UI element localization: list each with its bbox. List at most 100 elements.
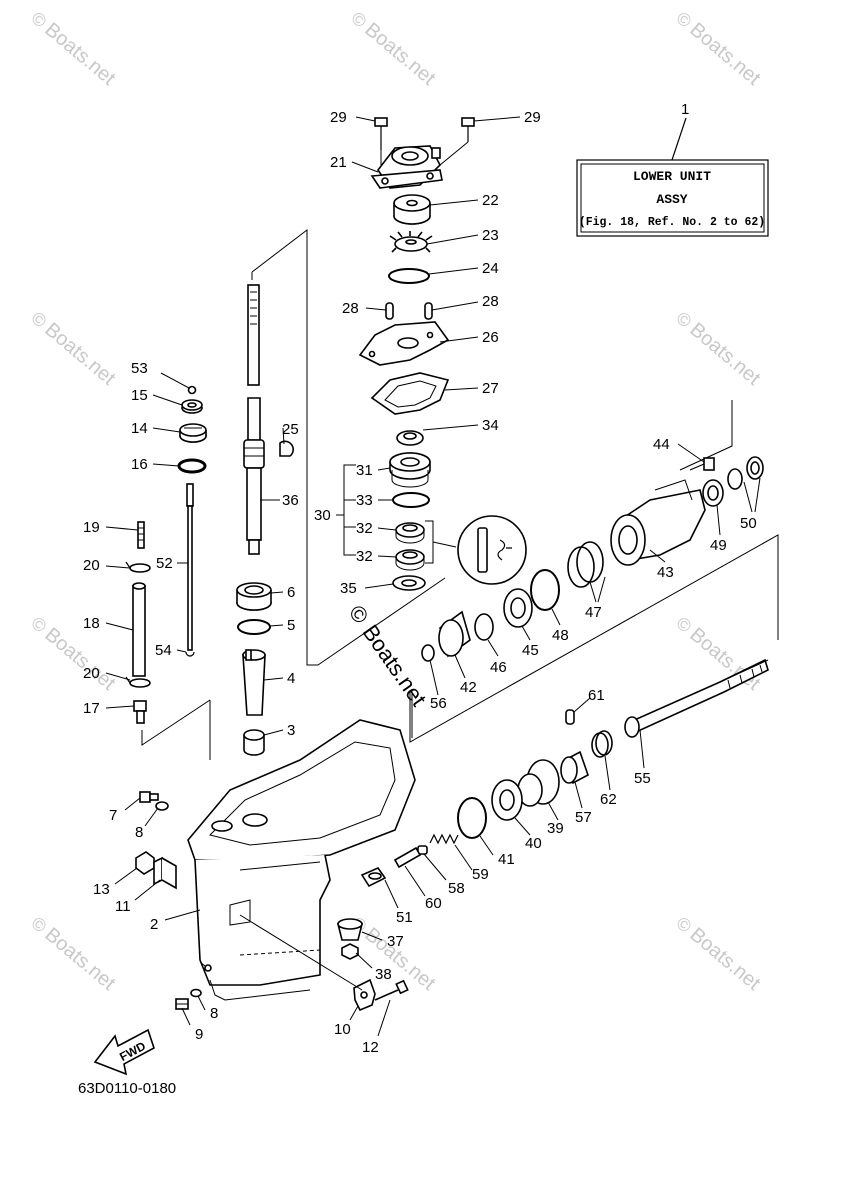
callout-10: 10 <box>334 1021 351 1038</box>
part-46-shim <box>474 613 494 641</box>
center-watermark-text: Boats.net <box>358 620 432 710</box>
watermark-text: Boats.net <box>686 319 765 390</box>
watermark-text: Boats.net <box>361 19 440 90</box>
callout-9: 9 <box>195 1026 203 1043</box>
part-31-seal-housing <box>389 452 431 488</box>
part-53-clip <box>187 385 197 395</box>
part-9-plug <box>175 998 189 1010</box>
part-4-sleeve <box>242 649 266 716</box>
callout-23: 23 <box>482 227 499 244</box>
watermark-text: Boats.net <box>41 319 120 390</box>
callout-56: 56 <box>430 695 447 712</box>
part-6-bushing <box>236 582 272 611</box>
part-21-pump-housing <box>370 145 443 189</box>
part-19-bolt <box>137 521 145 549</box>
callout-25: 25 <box>282 421 299 438</box>
callout-31: 31 <box>356 462 373 479</box>
callout-28: 28 <box>482 293 499 310</box>
callout-45: 45 <box>522 642 539 659</box>
part-8-washer <box>155 801 169 811</box>
callout-36: 36 <box>282 492 299 509</box>
part-26-outer-plate <box>358 321 450 366</box>
part-37-pinion <box>336 918 364 941</box>
callout-20: 20 <box>83 557 100 574</box>
callout-21: 21 <box>330 154 347 171</box>
part-32-oil-seal-b <box>395 549 425 571</box>
part-50-bushing <box>727 456 764 490</box>
part-18-hose <box>132 582 146 677</box>
part-7-bolt <box>139 791 159 803</box>
callout-16: 16 <box>131 456 148 473</box>
part-40-bearing <box>491 779 523 821</box>
callout-26: 26 <box>482 329 499 346</box>
part-22-insert <box>393 194 431 225</box>
callout-11: 11 <box>115 898 131 915</box>
callout-61: 61 <box>588 687 605 704</box>
assy-box-line3: (Fig. 18, Ref. No. 2 to 62) <box>579 216 765 229</box>
callout-51: 51 <box>396 909 413 926</box>
callout-32: 32 <box>356 520 373 537</box>
part-62-ring <box>591 730 613 758</box>
callout-43: 43 <box>657 564 674 581</box>
frame-lines <box>141 228 779 760</box>
callout-12: 12 <box>362 1039 379 1056</box>
part-56-shim <box>421 644 435 662</box>
callout-8: 8 <box>135 824 143 841</box>
part-20-clamp-b <box>125 676 151 688</box>
callout-20: 20 <box>83 665 100 682</box>
callout-62: 62 <box>600 791 617 808</box>
part-29-bolt-b <box>439 117 475 166</box>
callout-52: 52 <box>156 555 173 572</box>
part-32-oil-seal <box>395 522 425 544</box>
callout-49: 49 <box>710 537 727 554</box>
part-28-dowel-pin-b <box>424 302 433 320</box>
callout-28: 28 <box>342 300 359 317</box>
callout-48: 48 <box>552 627 569 644</box>
callout-38: 38 <box>375 966 392 983</box>
callout-29: 29 <box>524 109 541 126</box>
part-29-bolt <box>374 117 388 150</box>
part-55-propeller-shaft <box>624 658 769 738</box>
callout-labels: 29 29 21 22 23 24 28 28 26 27 34 25 53 1… <box>83 109 757 1056</box>
diagram-code: 63D0110-0180 <box>78 1080 176 1097</box>
part-27-gasket <box>370 372 450 415</box>
callout-50: 50 <box>740 515 757 532</box>
callout-15: 15 <box>131 387 148 404</box>
part-52-shift-rod <box>186 483 194 651</box>
callout-4: 4 <box>287 670 295 687</box>
center-watermark-symbol: © <box>344 601 374 629</box>
part-47-shims <box>567 541 604 588</box>
callout-58: 58 <box>448 880 465 897</box>
callout-57: 57 <box>575 809 592 826</box>
watermark-text: Boats.net <box>686 19 765 90</box>
part-42-gear <box>438 610 471 658</box>
callout-7: 7 <box>109 807 117 824</box>
callout-27: 27 <box>482 380 499 397</box>
part-61-pin <box>565 709 575 725</box>
callout-32: 32 <box>356 548 373 565</box>
bracket-30 <box>336 464 457 564</box>
part-43-bearing-housing <box>610 479 706 566</box>
callout-39: 39 <box>547 820 564 837</box>
callout-59: 59 <box>472 866 489 883</box>
callout-18: 18 <box>83 615 100 632</box>
assy-box-line1: LOWER UNIT <box>633 169 711 184</box>
part-28-dowel-pin <box>385 302 394 320</box>
watermark-text: Boats.net <box>41 624 120 695</box>
part-33-o-ring <box>392 492 430 508</box>
callout-54: 54 <box>155 642 172 659</box>
part-49-bearing <box>702 479 724 507</box>
callout-6: 6 <box>287 584 295 601</box>
part-2-lower-casing <box>187 719 416 1001</box>
part-60-slider <box>393 846 422 869</box>
part-35-gasket <box>392 575 426 591</box>
part-23-impeller <box>389 231 433 253</box>
part-15-grommet <box>181 399 203 414</box>
callout-19: 19 <box>83 519 100 536</box>
grease-callout-circle <box>457 515 527 585</box>
part-51-cam <box>360 867 387 888</box>
part-20-clamp <box>125 561 151 573</box>
callout-42: 42 <box>460 679 477 696</box>
callout-33: 33 <box>356 492 373 509</box>
